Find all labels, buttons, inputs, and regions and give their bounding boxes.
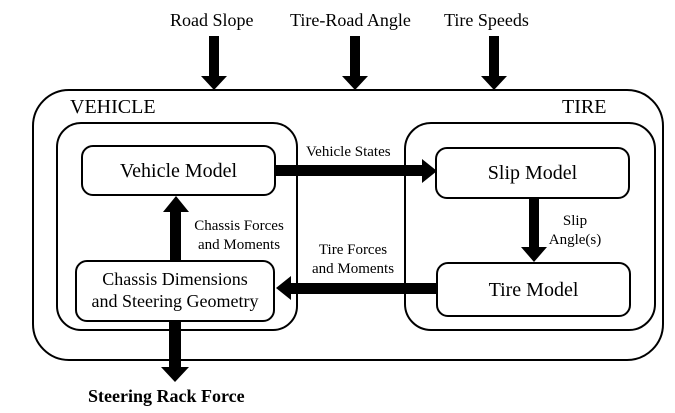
chassis-dimensions-box: Chassis Dimensions and Steering Geometry (75, 260, 275, 322)
chassis-dimensions-label-line1: Chassis Dimensions (102, 269, 248, 290)
road-slope-label: Road Slope (170, 10, 254, 30)
chassis-forces-label-line1: Chassis Forces (194, 218, 284, 234)
tire-model-box: Tire Model (436, 262, 631, 317)
steering-rack-force-arrow (161, 318, 189, 382)
slip-angle-label-line2: Angle(s) (548, 231, 602, 248)
slip-model-label: Slip Model (487, 162, 578, 184)
tire-model-label: Tire Model (488, 278, 579, 301)
vehicle-model-box: Vehicle Model (81, 145, 276, 196)
vehicle-states-arrow (275, 159, 437, 183)
vehicle-group-title: VEHICLE (70, 96, 156, 118)
slip-angle-arrow (521, 198, 547, 262)
chassis-dimensions-label-line2: and Steering Geometry (91, 291, 259, 311)
tire-speeds-arrow (481, 36, 507, 90)
tire-forces-label: Tire Forces and Moments (300, 241, 406, 279)
chassis-forces-label-line2: and Moments (197, 236, 281, 253)
slip-model-box: Slip Model (435, 147, 630, 199)
steering-rack-force-label: Steering Rack Force (88, 386, 245, 406)
vehicle-states-label: Vehicle States (306, 144, 391, 160)
outer-system-boundary (32, 89, 664, 361)
chassis-forces-arrow (163, 196, 189, 262)
tire-group-boundary (404, 122, 656, 331)
slip-angle-label: Slip Angle(s) (541, 212, 609, 250)
tire-speeds-label: Tire Speeds (444, 10, 529, 30)
slip-angle-label-line1: Slip (562, 213, 588, 229)
chassis-forces-label: Chassis Forces and Moments (186, 217, 292, 255)
tire-forces-arrow (276, 276, 438, 300)
road-slope-arrow (201, 36, 227, 90)
tire-forces-label-line2: and Moments (311, 260, 395, 277)
tire-group-title: TIRE (562, 96, 607, 118)
tire-road-angle-label: Tire-Road Angle (290, 10, 411, 30)
tire-road-angle-arrow (342, 36, 368, 90)
tire-forces-label-line1: Tire Forces (318, 242, 388, 258)
vehicle-model-label: Vehicle Model (119, 159, 238, 182)
